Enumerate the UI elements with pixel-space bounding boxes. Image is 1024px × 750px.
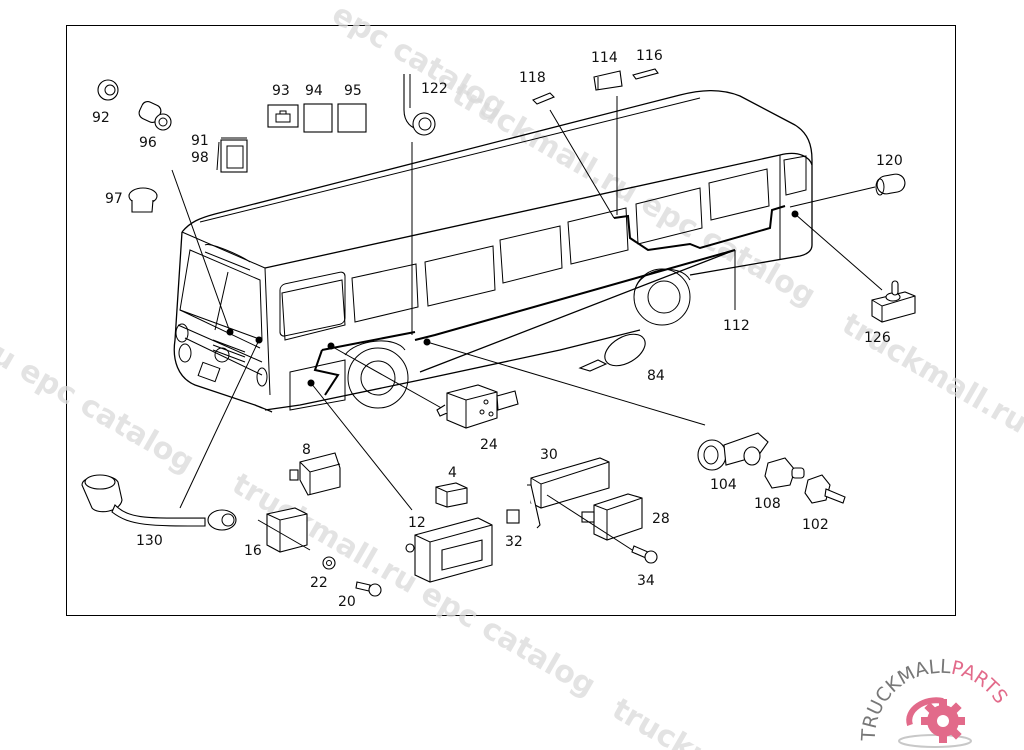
callout-126[interactable]: 126 [864,330,891,346]
watermark: u epc catalog [0,337,200,481]
callout-34[interactable]: 34 [637,573,655,589]
part-130-combination-switch[interactable] [81,474,237,531]
callout-91[interactable]: 91 [191,133,209,149]
part-32-clip-nut[interactable] [506,509,520,524]
callout-122[interactable]: 122 [421,81,448,97]
part-95-blank-insert[interactable] [337,103,367,133]
part-20-screw[interactable] [355,581,382,597]
part-12-control-box[interactable] [405,517,493,583]
callout-114[interactable]: 114 [591,50,618,66]
callout-102[interactable]: 102 [802,517,829,533]
part-16-relay[interactable] [257,507,311,553]
part-91-98-rocker-switch[interactable] [216,137,248,173]
callout-labels: 92 96 91 98 97 93 94 95 122 118 114 116 … [92,48,903,610]
callout-112[interactable]: 112 [723,318,750,334]
callout-84[interactable]: 84 [647,368,665,384]
callout-98[interactable]: 98 [191,150,209,166]
part-102-connector-piece[interactable] [804,474,846,504]
part-34-screw[interactable] [631,545,658,564]
callout-97[interactable]: 97 [105,191,123,207]
part-120-sleeve[interactable] [875,173,907,196]
logo-text-parts: PARTS [949,657,1011,708]
callout-22[interactable]: 22 [310,575,328,591]
callout-20[interactable]: 20 [338,594,356,610]
part-116-terminal[interactable] [632,68,659,80]
watermark: truckm [606,692,727,750]
callout-24[interactable]: 24 [480,437,498,453]
part-4-relay[interactable] [435,482,468,508]
part-28-control-unit[interactable] [546,493,643,556]
part-22-washer[interactable] [322,556,336,570]
part-94-blank-insert[interactable] [303,103,333,133]
callout-108[interactable]: 108 [754,496,781,512]
callout-12[interactable]: 12 [408,515,426,531]
callout-93[interactable]: 93 [272,83,290,99]
callout-116[interactable]: 116 [636,48,663,64]
callout-92[interactable]: 92 [92,110,110,126]
callout-94[interactable]: 94 [305,83,323,99]
callout-8[interactable]: 8 [302,442,311,458]
callout-96[interactable]: 96 [139,135,157,151]
part-122-socket-connector[interactable] [403,74,436,136]
callout-95[interactable]: 95 [344,83,362,99]
callout-16[interactable]: 16 [244,543,262,559]
part-104-tee-fitting[interactable] [697,432,769,471]
part-126-toggle-switch[interactable] [871,280,916,323]
part-96-lamp-socket[interactable] [137,100,172,131]
part-97-push-button[interactable] [128,187,158,213]
part-84-cable-tie[interactable] [578,328,651,373]
part-8-relay[interactable] [289,452,341,496]
gear-icon [898,697,972,748]
part-108-union-nut[interactable] [764,457,805,489]
callout-28[interactable]: 28 [652,511,670,527]
callout-120[interactable]: 120 [876,153,903,169]
callout-104[interactable]: 104 [710,477,737,493]
part-92-grommet[interactable] [97,79,119,101]
truckmall-parts-logo: TRUCKMALLPARTS [858,656,1012,748]
callout-32[interactable]: 32 [505,534,523,550]
callout-130[interactable]: 130 [136,533,163,549]
callout-30[interactable]: 30 [540,447,558,463]
leader-lines [171,96,883,511]
part-24-switch-unit[interactable] [436,384,519,429]
part-93-symbol-insert[interactable] [267,104,299,128]
part-30-bracket[interactable] [527,457,610,529]
part-114-connector-housing[interactable] [593,70,623,91]
callout-118[interactable]: 118 [519,70,546,86]
bus-illustration [173,89,813,413]
callout-4[interactable]: 4 [448,465,457,481]
part-118-terminal[interactable] [532,92,555,105]
